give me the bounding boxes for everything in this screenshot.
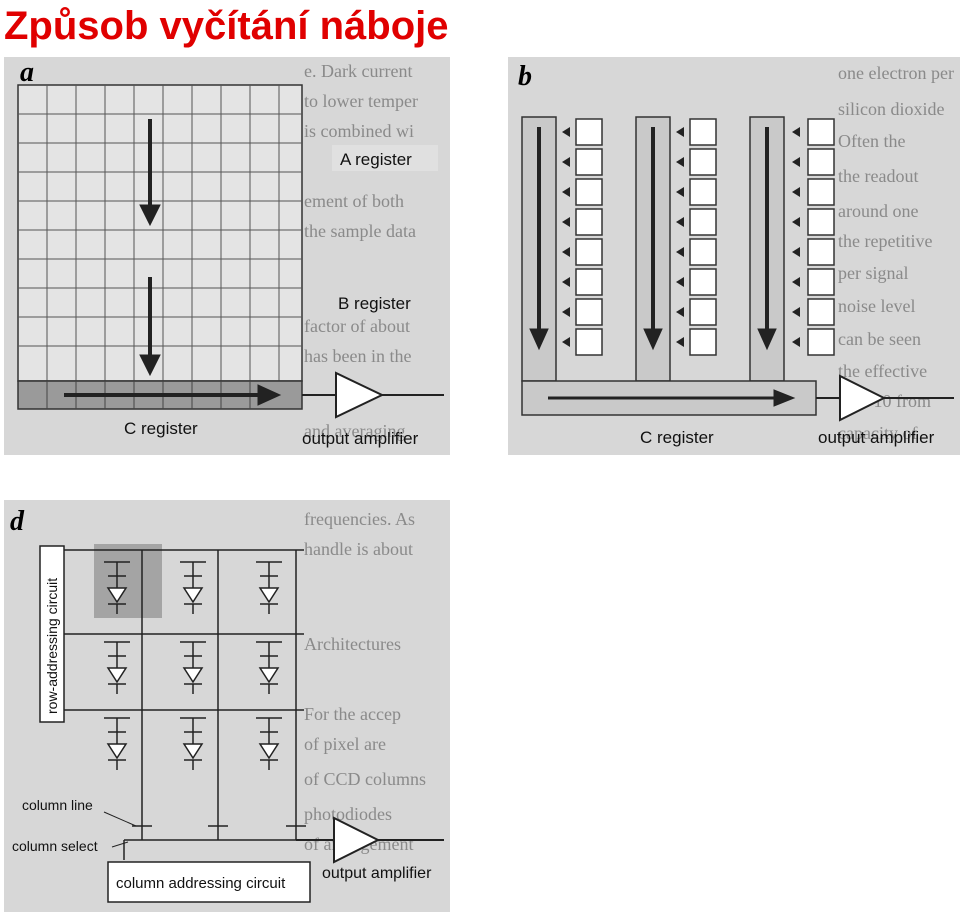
- transfer-arrowheads: [562, 127, 800, 347]
- panel-d-letter: d: [10, 506, 25, 537]
- background-text-decoration: frequencies. As handle is about Architec…: [304, 509, 426, 854]
- svg-text:to lower temper: to lower temper: [304, 91, 418, 111]
- column-line-label: column line: [22, 797, 93, 813]
- column-lines: [141, 550, 297, 840]
- column-line-pointer: [103, 811, 137, 827]
- svg-text:silicon dioxide: silicon dioxide: [838, 99, 945, 119]
- background-text-decoration: one electron per silicon dioxide Often t…: [838, 63, 954, 443]
- svg-text:capacity of: capacity of: [838, 423, 917, 443]
- slide-title: Způsob vyčítání náboje: [4, 4, 449, 48]
- svg-text:around one: around one: [838, 201, 918, 221]
- svg-text:the readout: the readout: [838, 166, 918, 186]
- svg-text:per signal: per signal: [838, 263, 908, 283]
- svg-text:of CCD columns: of CCD columns: [304, 769, 426, 789]
- a-register-label: A register: [340, 150, 412, 169]
- svg-text:one electron per: one electron per: [838, 63, 954, 83]
- svg-text:noise level: noise level: [838, 296, 915, 316]
- pixel-grid: [17, 84, 303, 382]
- c-register-arrow: [548, 389, 796, 407]
- output-amplifier-label: output amplifier: [322, 865, 432, 882]
- panel-a-ccd-readout-diagram: e. Dark current to lower temper is combi…: [4, 57, 450, 455]
- svg-text:photodiodes: photodiodes: [304, 804, 392, 824]
- svg-text:ement of both: ement of both: [304, 191, 404, 211]
- column-select-label: column select: [12, 838, 98, 854]
- svg-text:the effective: the effective: [838, 361, 927, 381]
- svg-text:has been in the: has been in the: [304, 346, 411, 366]
- svg-text:can be seen: can be seen: [838, 329, 921, 349]
- column-addressing-circuit: [107, 861, 311, 903]
- pixel-boxes: [575, 118, 835, 356]
- output-amplifier-label: output amplifier: [302, 429, 419, 448]
- svg-text:is combined wi: is combined wi: [304, 121, 414, 141]
- c-register-label: C register: [640, 428, 714, 447]
- row-select-lines: [64, 549, 304, 711]
- output-amplifier-icon: [302, 371, 444, 419]
- highlighted-pixel: [94, 544, 162, 618]
- pixel-circuits: [104, 561, 282, 770]
- column-addressing-label: column addressing circuit: [116, 875, 286, 892]
- svg-text:the sample data: the sample data: [304, 221, 416, 241]
- output-amplifier-icon: [816, 374, 954, 422]
- svg-text:of pixel are: of pixel are: [304, 734, 386, 754]
- panel-d-cmos-readout-diagram: frequencies. As handle is about Architec…: [4, 500, 450, 912]
- charge-transfer-arrows: [64, 119, 282, 406]
- svg-text:For the accep: For the accep: [304, 704, 401, 724]
- svg-text:Often the: Often the: [838, 131, 905, 151]
- output-amplifier-icon: [296, 816, 444, 864]
- svg-text:the repetitive: the repetitive: [838, 231, 932, 251]
- svg-text:frequencies. As: frequencies. As: [304, 509, 415, 529]
- output-amplifier-label: output amplifier: [818, 428, 935, 447]
- row-addressing-label: row-addressing circuit: [44, 578, 60, 714]
- column-select-switches: [123, 825, 306, 860]
- column-transfer-arrows: [529, 127, 777, 351]
- svg-text:factor of about: factor of about: [304, 316, 410, 336]
- b-register-label: B register: [338, 294, 411, 313]
- panel-b-ccd-readout-diagram: one electron per silicon dioxide Often t…: [508, 57, 960, 455]
- svg-text:and averaging: and averaging: [304, 421, 405, 441]
- svg-text:e. Dark current: e. Dark current: [304, 61, 412, 81]
- row-addressing-circuit: [39, 545, 65, 723]
- column-select-pointer: [111, 841, 129, 848]
- background-text-decoration: e. Dark current to lower temper is combi…: [304, 61, 418, 441]
- panel-a-letter: a: [20, 57, 34, 88]
- panel-b-letter: b: [518, 61, 532, 92]
- svg-text:handle is about: handle is about: [304, 539, 413, 559]
- c-register-label: C register: [124, 419, 198, 438]
- svg-text:Architectures: Architectures: [304, 634, 401, 654]
